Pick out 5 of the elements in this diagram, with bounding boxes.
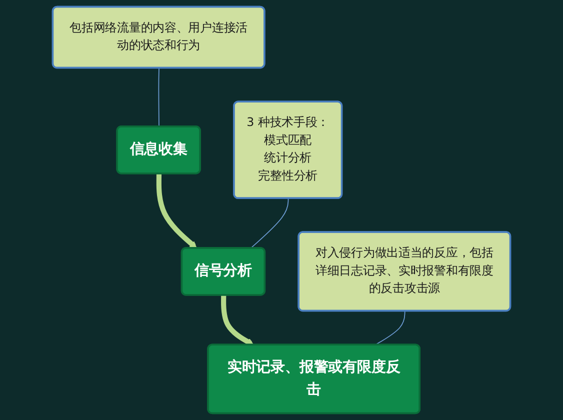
connector: [158, 68, 160, 128]
arrow: [156, 174, 197, 249]
connector: [374, 310, 406, 346]
arrow: [221, 295, 254, 346]
connector: [250, 198, 289, 249]
